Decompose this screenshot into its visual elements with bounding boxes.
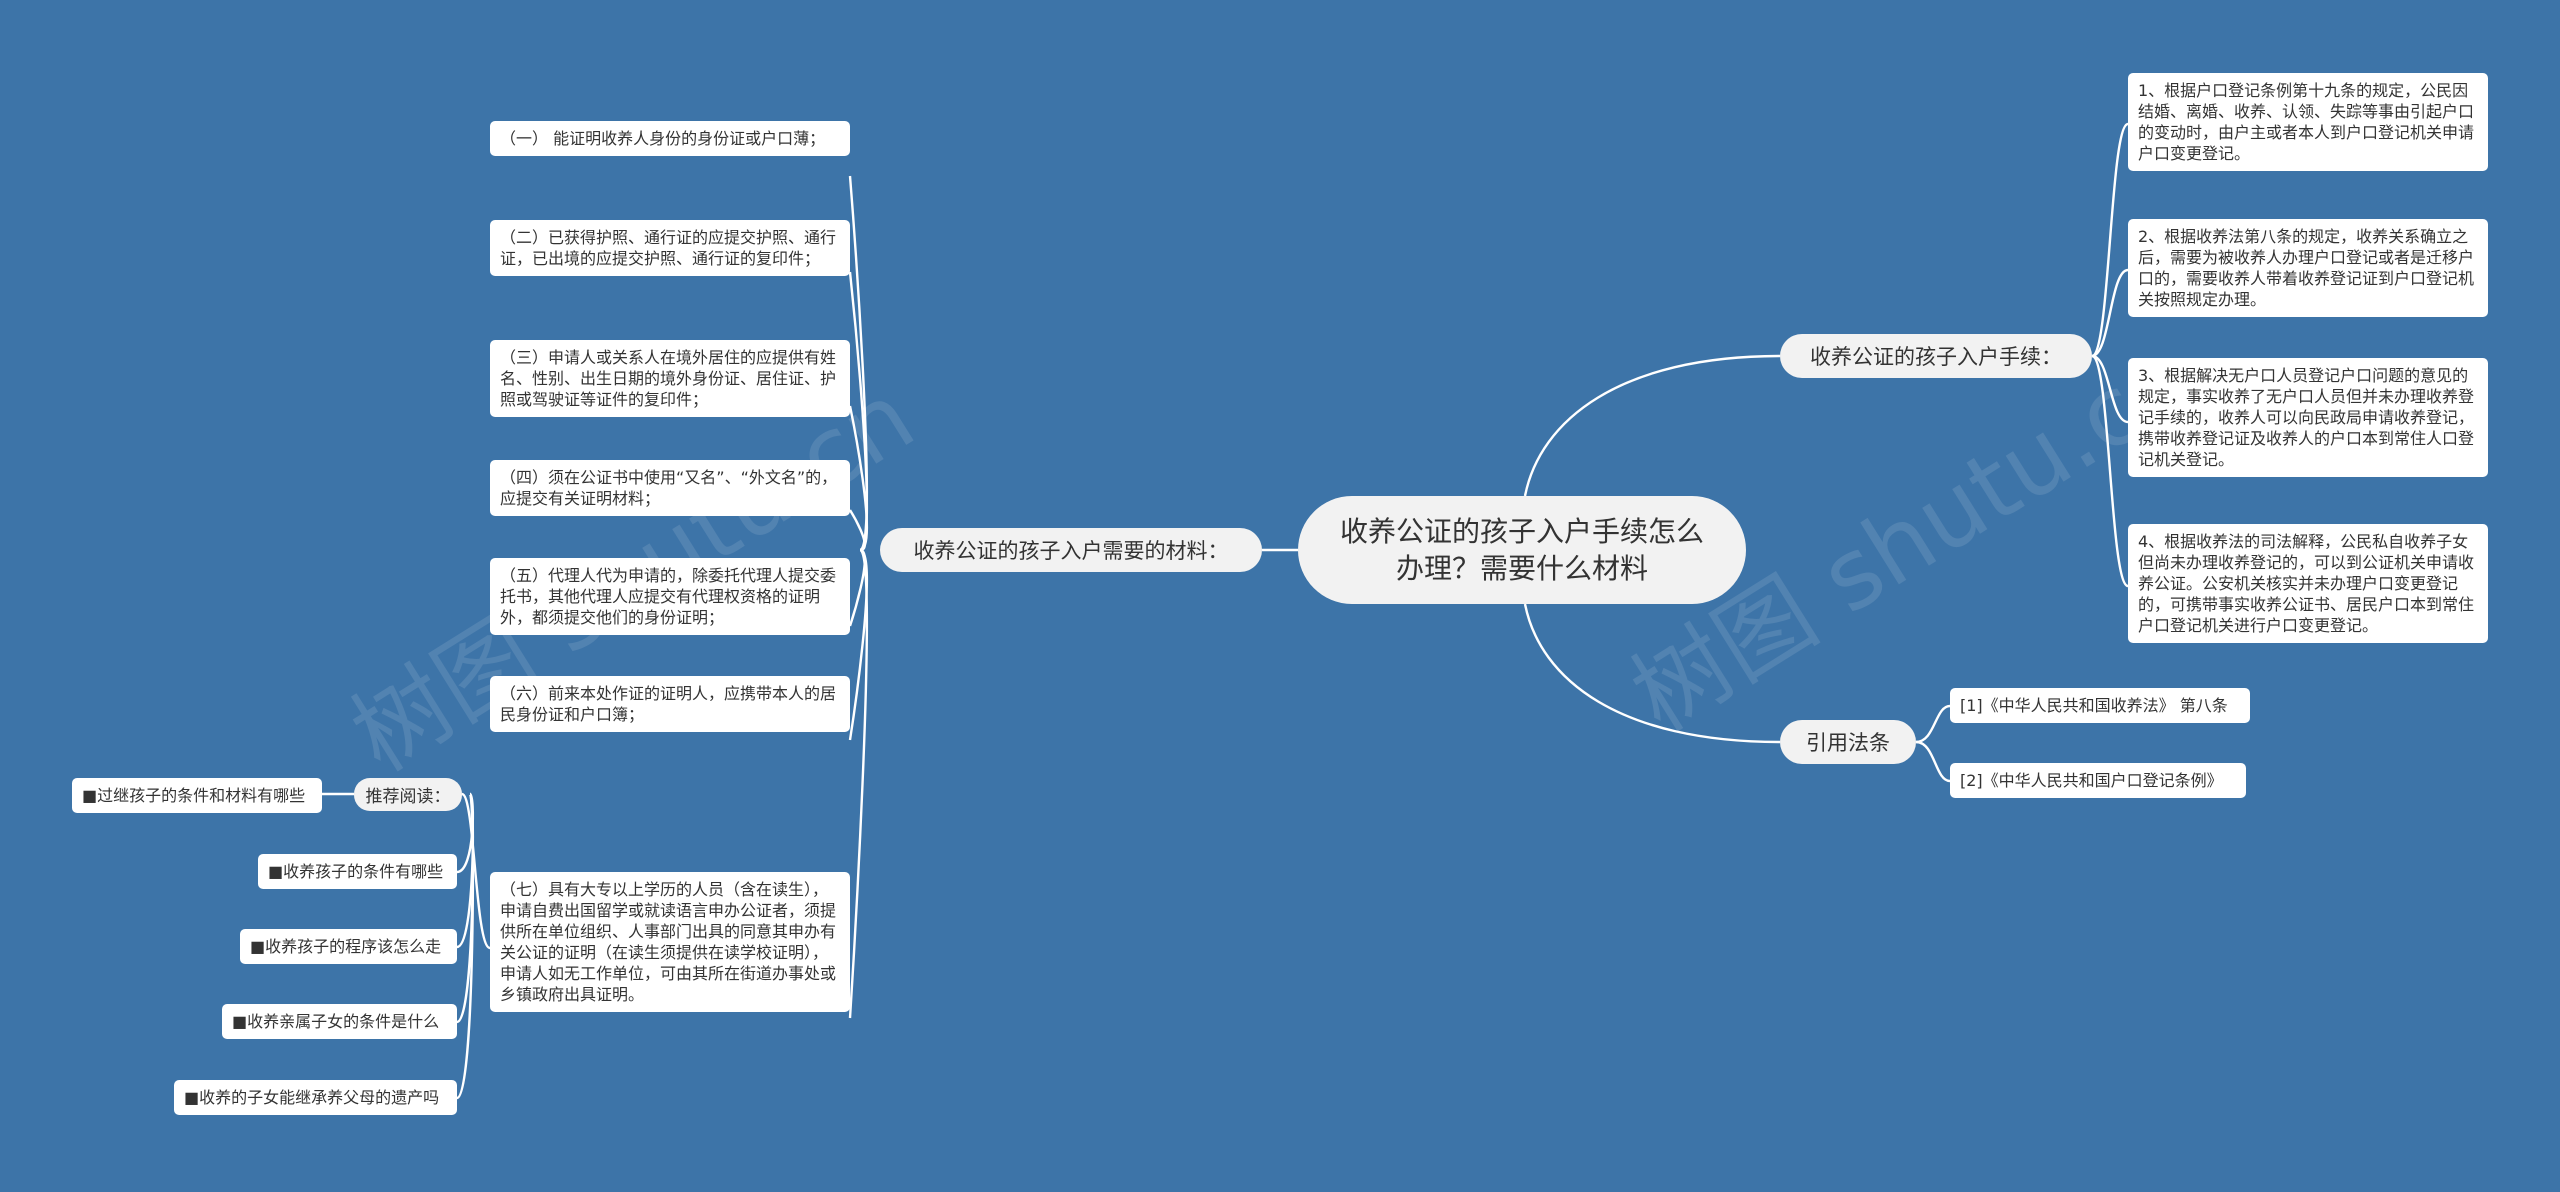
branch-laws[interactable]: 引用法条 (1780, 720, 1916, 764)
branch-recommend[interactable]: 推荐阅读： (354, 778, 462, 811)
link-material-6 (848, 548, 869, 741)
link-root-laws (1523, 603, 1781, 744)
material-item-1[interactable]: （一） 能证明收养人身份的身份证或户口薄； (490, 121, 850, 156)
recommend-item-2[interactable]: ■收养孩子的条件有哪些 (258, 854, 457, 889)
link-material-4 (848, 509, 866, 552)
material-item-5[interactable]: （五）代理人代为申请的，除委托代理人提交委托书，其他代理人应提交有代理权资格的证… (490, 558, 850, 635)
link-rec-5 (455, 792, 475, 1100)
recommend-item-1[interactable]: ■过继孩子的条件和材料有哪些 (72, 778, 322, 813)
procedure-item-4[interactable]: 4、根据收养法的司法解释，公民私自收养子女但尚未办理收养登记的，可以到公证机关申… (2128, 524, 2488, 643)
branch-procedures[interactable]: 收养公证的孩子入户手续： (1780, 334, 2092, 378)
material-item-6[interactable]: （六）前来本处作证的证明人，应携带本人的居民身份证和户口簿； (490, 676, 850, 732)
link-root-procedures (1523, 354, 1781, 497)
link-law-2 (1915, 740, 1951, 783)
law-item-1[interactable]: [1]《中华人民共和国收养法》 第八条 (1950, 688, 2250, 723)
link-proc-2 (2091, 268, 2129, 358)
law-item-2[interactable]: [2]《中华人民共和国户口登记条例》 (1950, 763, 2246, 798)
link-proc-4 (2090, 354, 2130, 588)
procedure-item-2[interactable]: 2、根据收养法第八条的规定，收养关系确立之后，需要为被收养人办理户口登记或者是迁… (2128, 219, 2488, 317)
root-topic[interactable]: 收养公证的孩子入户手续怎么办理？需要什么材料 (1298, 496, 1746, 604)
recommend-item-5[interactable]: ■收养的子女能继承养父母的遗产吗 (174, 1080, 457, 1115)
material-item-4[interactable]: （四）须在公证书中使用“又名”、“外文名”的，应提交有关证明材料； (490, 460, 850, 516)
link-material-5 (848, 548, 866, 627)
procedure-item-3[interactable]: 3、根据解决无户口人员登记户口问题的意见的规定，事实收养了无户口人员但并未办理收… (2128, 358, 2488, 477)
procedure-item-1[interactable]: 1、根据户口登记条例第十九条的规定，公民因结婚、离婚、收养、认领、失踪等事由引起… (2128, 73, 2488, 171)
link-proc-3 (2091, 354, 2129, 424)
link-material-7 (848, 548, 869, 1019)
branch-materials[interactable]: 收养公证的孩子入户需要的材料： (880, 528, 1262, 572)
material-item-2[interactable]: （二）已获得护照、通行证的应提交护照、通行证，已出境的应提交护照、通行证的复印件… (490, 220, 850, 276)
material-item-7[interactable]: （七）具有大专以上学历的人员（含在读生），申请自费出国留学或就读语言申办公证者，… (490, 872, 850, 1012)
recommend-item-4[interactable]: ■收养亲属子女的条件是什么 (222, 1004, 457, 1039)
recommend-item-3[interactable]: ■收养孩子的程序该怎么走 (240, 929, 457, 964)
material-item-3[interactable]: （三）申请人或关系人在境外居住的应提供有姓名、性别、出生日期的境外身份证、居住证… (490, 340, 850, 417)
link-recommend (460, 792, 491, 950)
link-law-1 (1915, 704, 1951, 744)
link-proc-1 (2090, 122, 2130, 358)
